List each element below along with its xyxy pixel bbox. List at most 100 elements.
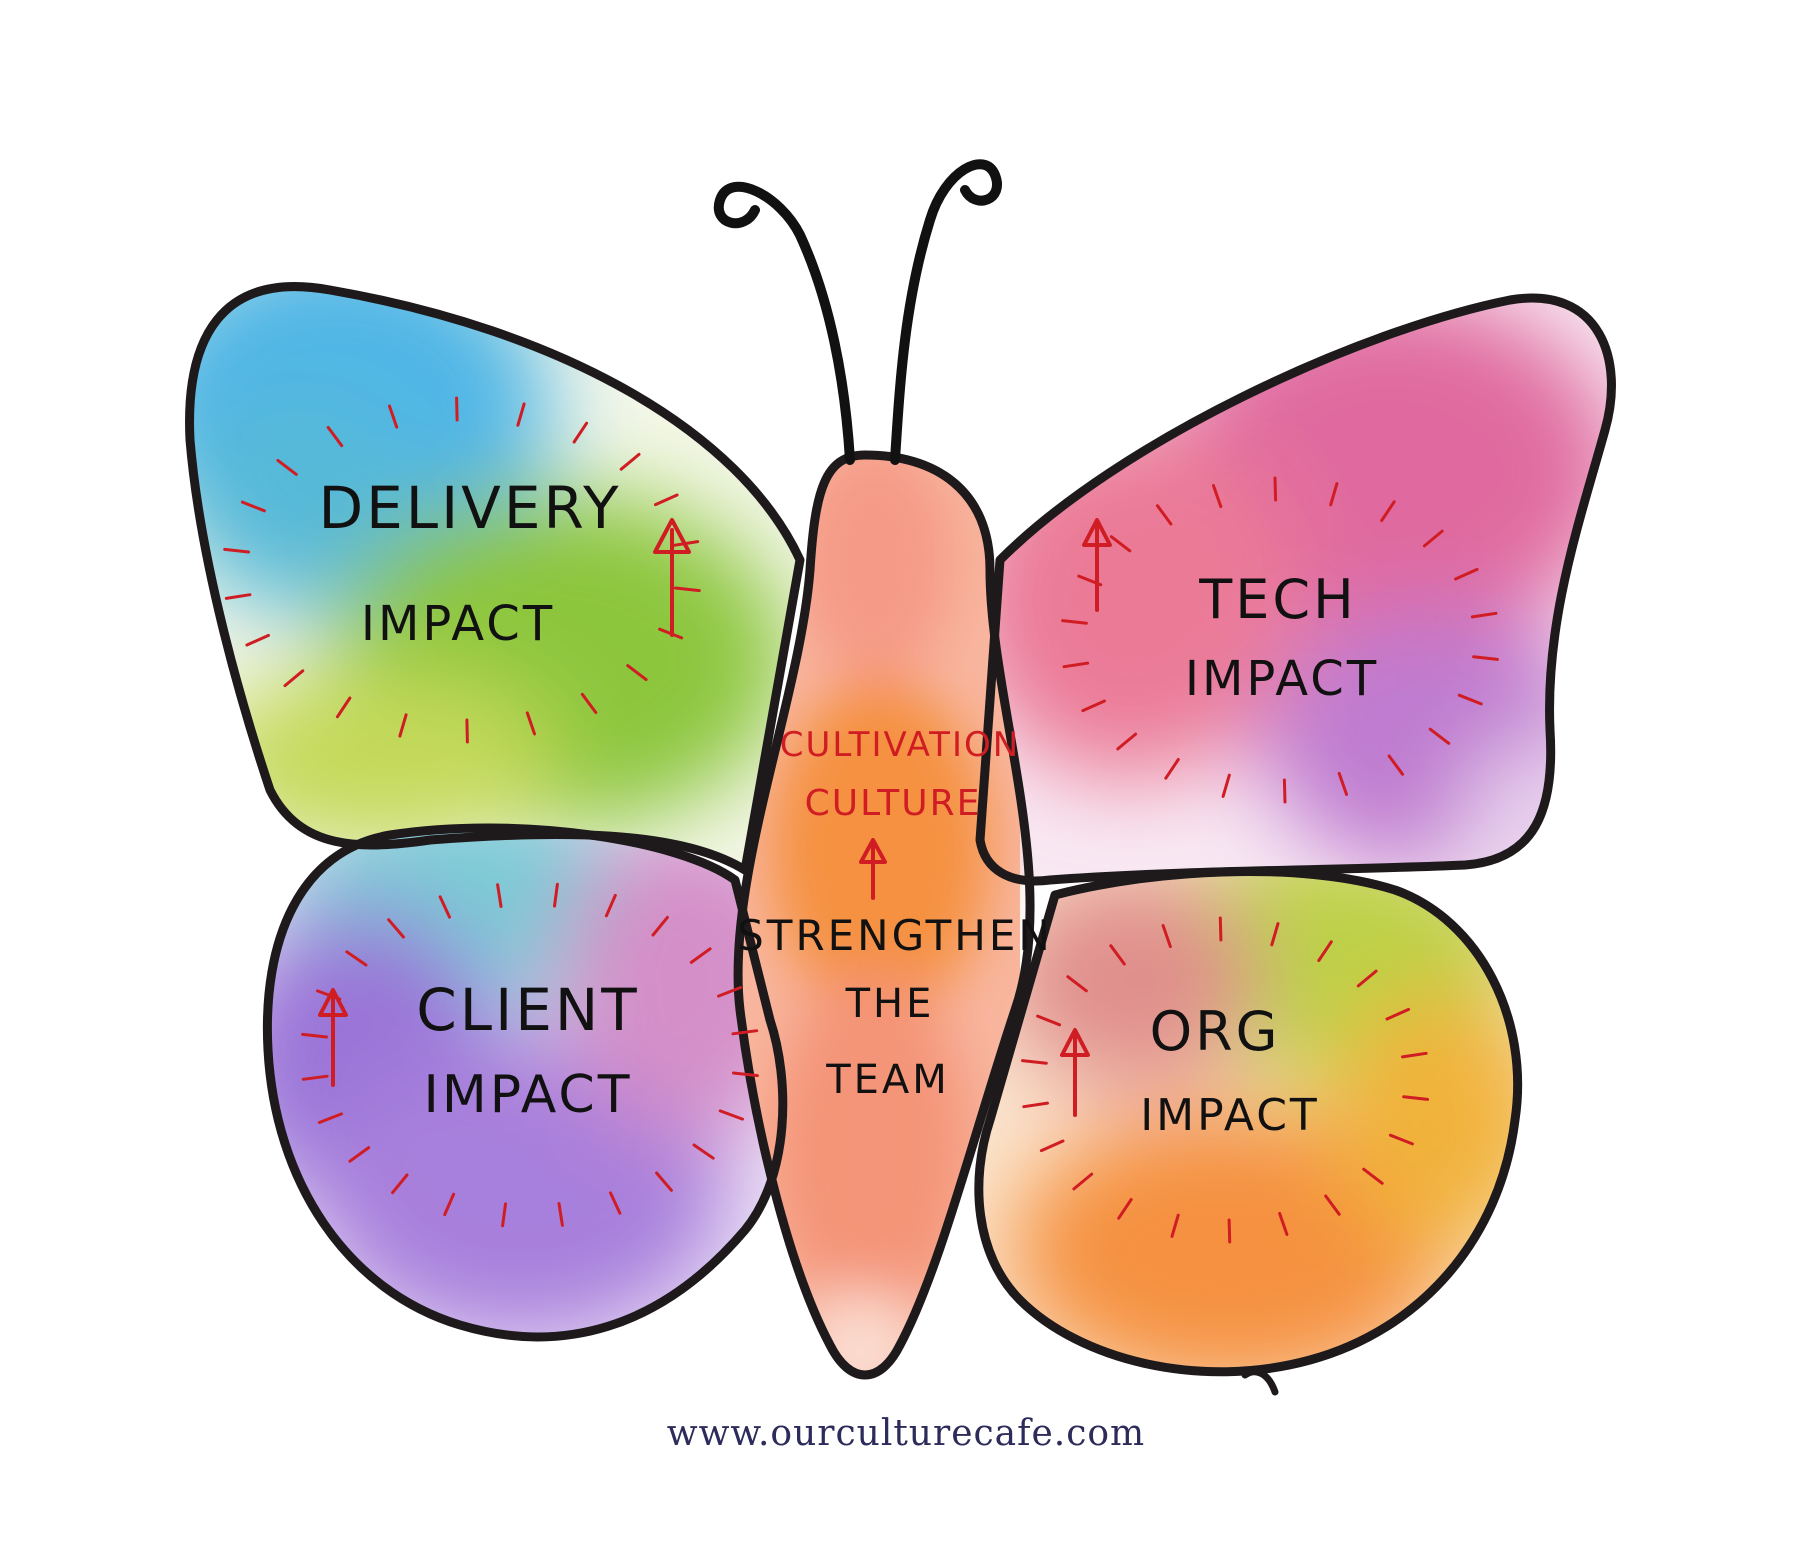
ray-dash [301,1032,328,1039]
strengthen-label: STRENGTHEN [737,911,1053,960]
delivery-label: DELIVERY [318,474,621,542]
ray-dash [1212,484,1223,509]
ray-dash [654,493,679,507]
ray-dash [1387,754,1405,776]
ray-dash [1218,916,1223,942]
ray-dash [496,883,503,908]
ray-dash [1472,655,1499,661]
ray-dash [1282,778,1287,804]
ray-dash [1401,1051,1428,1059]
ray-dash [1170,1213,1180,1238]
ray-dash [465,718,469,744]
tech-label: TECH [1198,568,1356,631]
ray-dash [335,696,352,719]
ray-dash [689,947,712,964]
ray-dash [224,593,252,600]
tech-impact-label: IMPACT [1185,651,1379,707]
ray-dash [1155,504,1173,526]
team-label: TEAM [825,1057,950,1103]
ray-dash [1388,1133,1414,1146]
delivery-impact-label: IMPACT [361,596,555,652]
antennae [713,159,1002,465]
ray-dash [1337,771,1348,796]
ray-dash [732,1071,759,1078]
ray-dash [1036,1014,1062,1027]
cultivation-label: CULTIVATION [780,725,1020,765]
ray-dash [326,426,344,448]
ray-dash [580,692,598,714]
wing-labels: DELIVERY IMPACT TECH IMPACT CLIENT IMPAC… [318,474,1379,1141]
wing-lower-left [267,827,783,1337]
arrow-delivery-up-icon [653,518,691,637]
ray-dash [1117,1198,1133,1220]
culture-label: CULTURE [805,783,982,824]
ray-dash [651,915,669,937]
ray-dash [301,1074,329,1081]
ray-dash [1109,535,1132,553]
ray-dash [1021,1059,1048,1065]
ray-dash [604,893,617,918]
ray-dash [717,986,743,998]
ray-dash [1227,1218,1232,1244]
ray-dash [516,402,526,427]
ray-dash [655,1171,673,1192]
org-label: ORG [1150,1000,1281,1063]
ray-dash [1324,1194,1341,1216]
ray-dash [1066,975,1088,993]
ray-dash [443,1192,456,1217]
arrow-org-up-icon [1060,1028,1090,1117]
ray-dash [674,586,701,593]
ray-dash [391,1173,409,1195]
right-antenna [890,159,1002,465]
ray-dash [398,713,408,738]
ray-dash [1081,699,1106,713]
ray-dash [1270,922,1280,947]
arrow-tech-up-icon [1082,518,1112,612]
ray-dash [525,711,536,736]
rays-tech [1061,476,1499,804]
ray-dash [1428,727,1451,745]
growth-arrows [318,518,1112,1117]
client-label: CLIENT [416,976,639,1044]
ray-dash [387,918,405,939]
client-impact-label: IMPACT [424,1065,633,1125]
ray-dash [317,1112,343,1124]
ray-dash [692,1143,715,1160]
ray-dash [1454,567,1479,581]
ray-dash [501,1202,507,1228]
ray-dash [1109,944,1126,966]
ray-dash [283,669,305,688]
ray-dash [1422,529,1444,548]
ray-dash [1161,924,1172,949]
body-labels: CULTIVATION CULTURE STRENGTHEN THE TEAM [737,725,1053,1103]
arrow-culture-up-icon [859,838,887,900]
rays-delivery [223,396,701,744]
ray-dash [1116,732,1138,751]
ray-dash [245,633,270,647]
ray-dash [557,1202,564,1227]
ray-dash [1380,500,1396,522]
website-url: www.ourculturecafe.com [667,1413,1145,1454]
arrow-client-up-icon [318,988,348,1087]
ray-dash [718,1109,744,1121]
ray-dash [626,664,648,682]
ray-dash [1385,1007,1411,1021]
ray-dash [348,1146,371,1163]
pen-scribble [1241,1368,1279,1396]
ray-dash [1362,1167,1384,1185]
ray-dash [1039,1139,1065,1153]
left-antenna [713,181,855,465]
org-impact-label: IMPACT [1140,1090,1320,1141]
ray-dash [1221,773,1231,798]
ray-dash [1164,758,1180,780]
ray-dash [1470,611,1498,619]
ray-dash [1278,1211,1289,1236]
ray-dash [553,882,559,908]
ray-dash [276,458,298,476]
ray-dash [1356,969,1378,988]
ray-dash [1273,476,1278,502]
ray-dash [345,950,368,967]
ray-dash [609,1191,622,1215]
